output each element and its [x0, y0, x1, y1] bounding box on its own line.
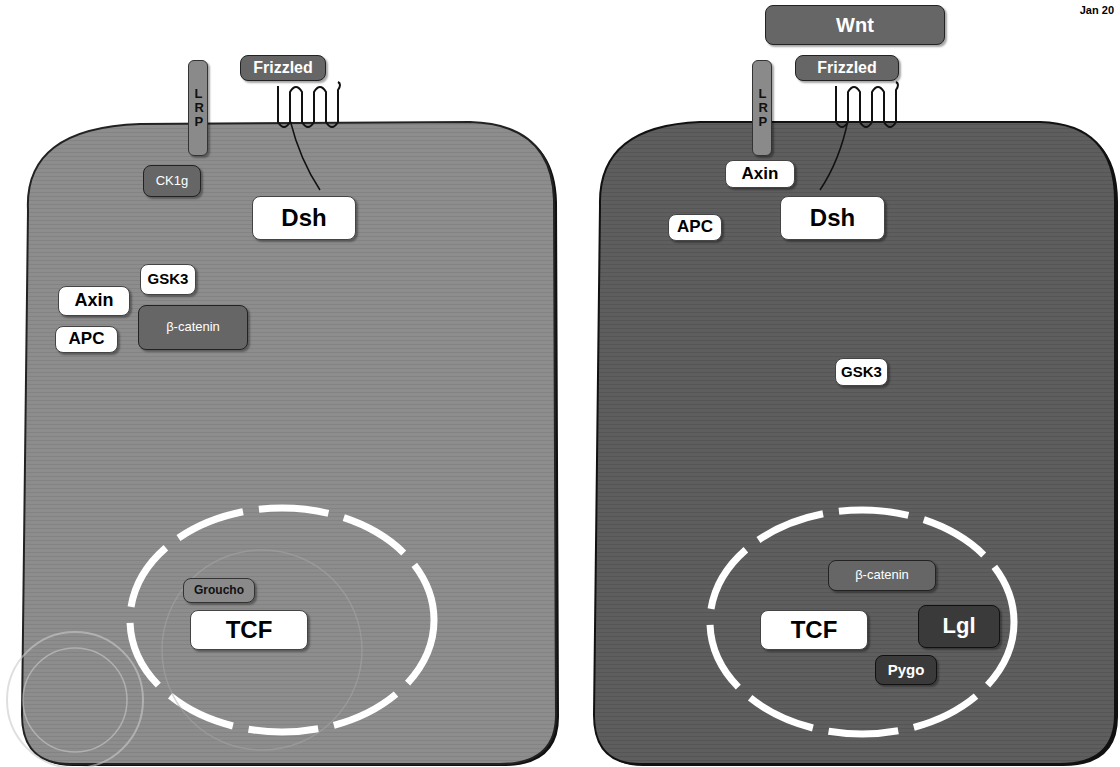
protein-name: Wnt: [836, 14, 874, 36]
protein-name: CK1g: [156, 174, 189, 188]
protein-name: Frizzled: [817, 59, 877, 77]
frizzled-tail: [290, 120, 320, 190]
protein-name: L R P: [758, 87, 765, 130]
protein-box: GSK3: [835, 358, 888, 386]
protein-name: L R P: [194, 87, 201, 130]
protein-name: Dsh: [281, 205, 326, 231]
protein-box: L R P: [752, 60, 772, 156]
nucleus-envelope: [710, 510, 1014, 734]
cell-body: [594, 122, 1115, 764]
protein-box: β-catenin: [138, 305, 248, 350]
protein-name: TCF: [791, 617, 838, 643]
protein-name: APC: [677, 218, 713, 237]
protein-box: Wnt: [765, 5, 945, 45]
protein-name: Lgl: [943, 614, 976, 638]
protein-box: Frizzled: [795, 55, 899, 81]
nucleus-envelope: [130, 508, 434, 732]
protein-box: Axin: [725, 160, 795, 188]
watermark-seal: [162, 550, 362, 750]
protein-name: APC: [69, 330, 105, 349]
protein-name: Axin: [742, 165, 779, 184]
watermark-seal: [23, 648, 127, 752]
protein-box: Groucho: [183, 578, 255, 603]
protein-box: β-catenin: [828, 560, 936, 591]
protein-name: β-catenin: [166, 320, 220, 334]
protein-box: Dsh: [252, 196, 356, 240]
frizzled-tail: [820, 120, 848, 190]
protein-box: GSK3: [140, 264, 196, 295]
protein-name: Groucho: [194, 584, 244, 597]
date-stamp: Jan 20: [1080, 4, 1114, 16]
protein-name: Dsh: [810, 205, 855, 231]
protein-box: Lgl: [918, 605, 1000, 648]
protein-box: L R P: [188, 60, 208, 156]
protein-name: TCF: [226, 617, 273, 643]
protein-box: TCF: [190, 610, 308, 650]
protein-name: Axin: [74, 291, 113, 311]
protein-box: APC: [668, 214, 722, 241]
protein-box: APC: [55, 326, 118, 353]
protein-box: Dsh: [780, 196, 885, 240]
protein-name: GSK3: [841, 364, 882, 381]
watermark-seal: [7, 632, 143, 767]
protein-name: Frizzled: [253, 59, 313, 77]
frizzled-loops: [278, 82, 340, 127]
protein-box: TCF: [760, 610, 868, 650]
protein-box: Axin: [58, 286, 130, 316]
protein-box: Frizzled: [240, 55, 326, 81]
protein-name: Pygo: [888, 662, 925, 679]
protein-box: Pygo: [875, 655, 937, 685]
protein-name: GSK3: [148, 271, 189, 288]
protein-box: CK1g: [143, 165, 201, 197]
protein-name: β-catenin: [855, 568, 909, 582]
cell-body: [22, 122, 556, 764]
frizzled-loops: [836, 82, 898, 127]
